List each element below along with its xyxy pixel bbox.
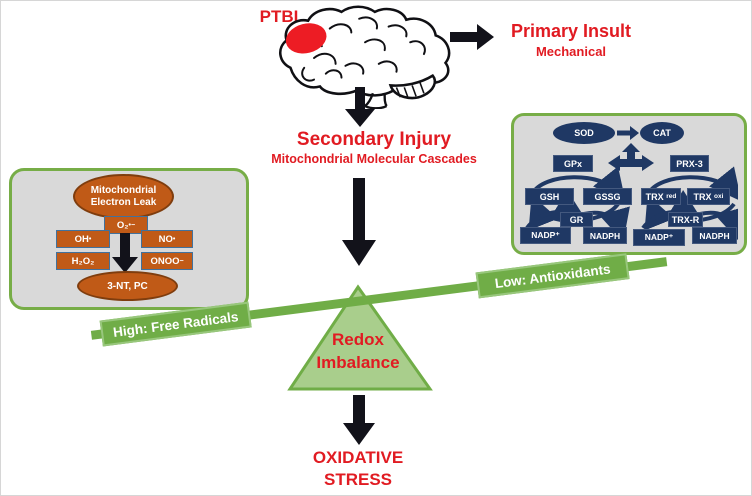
node-mito-electron-leak: Mitochondrial Electron Leak <box>73 174 174 219</box>
peroxynitrite-sup: − <box>179 257 184 265</box>
superoxide-base: O₂ <box>116 219 129 231</box>
node-trx-red: TRX red <box>641 188 681 205</box>
antioxidants-panel: SOD CAT GPx PRX-3 GSH GSSG TRX red TRX o… <box>511 113 747 255</box>
ptbi-title: PTBI <box>259 7 299 26</box>
arrow-down-oxidative-icon <box>343 395 375 445</box>
trx-oxi-sub: oxi <box>714 193 724 200</box>
arrow-sod-cat-icon <box>617 126 639 140</box>
brain-stem <box>364 92 388 109</box>
node-hydrogen-peroxide: H₂O₂ <box>56 252 110 270</box>
primary-insult-block: Primary Insult Mechanical <box>493 21 649 59</box>
node-nadp-right: NADP⁺ <box>633 229 685 246</box>
primary-insult-title: Primary Insult <box>510 21 632 41</box>
node-gpx: GPx <box>553 155 593 172</box>
redox-line1: Redox <box>332 330 384 349</box>
arrow-right-primary-icon <box>450 24 494 50</box>
free-radicals-panel: Mitochondrial Electron Leak O₂•− OH• NO•… <box>9 168 249 310</box>
trx-oxi-base: TRX <box>693 191 712 202</box>
node-hydroxyl: OH• <box>56 230 110 248</box>
node-trx-oxi: TRX oxi <box>687 188 730 205</box>
node-gssg: GSSG <box>583 188 632 205</box>
brain-lesion-icon <box>285 23 327 54</box>
node-nadp-left: NADP⁺ <box>520 227 571 244</box>
secondary-injury-block: Secondary Injury Mitochondrial Molecular… <box>264 129 484 166</box>
cerebellum-hatch-lines <box>395 82 425 99</box>
redox-imbalance-label: Redox Imbalance <box>293 329 423 375</box>
cycle-arrows-icon <box>525 166 738 242</box>
hydroxyl-sup: • <box>88 235 92 243</box>
trx-red-sub: red <box>666 193 677 200</box>
trx-red-base: TRX <box>645 191 664 202</box>
oxidative-line2: STRESS <box>323 470 393 490</box>
node-gsh: GSH <box>525 188 574 205</box>
brain-icon <box>279 5 451 109</box>
node-peroxynitrite: ONOO− <box>141 252 193 270</box>
node-3nt-pc: 3-NT, PC <box>77 271 178 301</box>
arrow-down-long-icon <box>342 178 376 266</box>
nitric-base: NO <box>158 233 173 245</box>
node-cat: CAT <box>640 122 684 144</box>
node-gr: GR <box>560 212 593 227</box>
node-prx3: PRX-3 <box>670 155 709 172</box>
node-nitric-oxide: NO• <box>141 230 193 248</box>
arrow-down-secondary-icon <box>345 87 375 127</box>
secondary-injury-title: Secondary Injury <box>296 129 452 150</box>
redox-line2: Imbalance <box>316 352 400 372</box>
arrow-down-radicals-icon <box>112 233 138 273</box>
fulcrum-triangle-icon <box>287 284 433 391</box>
node-nadph-right: NADPH <box>692 227 737 244</box>
oxidative-stress-label: OXIDATIVE STRESS <box>278 447 438 491</box>
primary-insult-subtitle: Mechanical <box>535 44 607 59</box>
superoxide-sup: •− <box>128 221 136 229</box>
node-sod: SOD <box>553 122 615 144</box>
low-antioxidants-label: Low: Antioxidants <box>475 253 630 299</box>
three-way-arrow-icon <box>608 143 654 171</box>
secondary-injury-subtitle: Mitochondrial Molecular Cascades <box>271 152 477 166</box>
node-nadph-left: NADPH <box>583 227 627 244</box>
peroxynitrite-base: ONOO <box>150 255 180 267</box>
nitric-sup: • <box>172 235 176 243</box>
node-trxr: TRX-R <box>668 212 703 227</box>
oxidative-line1: OXIDATIVE <box>312 448 404 467</box>
hydroxyl-base: OH <box>74 233 89 245</box>
